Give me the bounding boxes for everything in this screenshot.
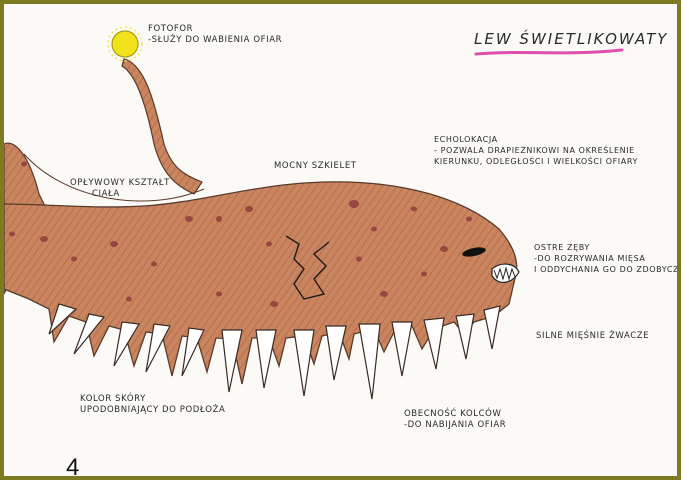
label-kolce-desc: -DO NABIJANIA OFIAR bbox=[404, 420, 506, 431]
label-skora-title: KOLOR SKÓRY bbox=[80, 394, 225, 405]
label-miesnie: SILNE MIĘŚNIE ŻWACZE bbox=[536, 331, 649, 342]
page-number: 4 bbox=[66, 454, 79, 480]
page-title: LEW ŚWIETLIKOWATY bbox=[474, 30, 668, 48]
label-ksztalt-title: OPŁYWOWY KSZTAŁT bbox=[70, 178, 170, 189]
label-echo-desc-2: KIERUNKU, ODLEGŁOŚCI I WIELKOŚCI OFIARY bbox=[434, 156, 638, 167]
label-fotofor: FOTOFOR -SŁUŻY DO WABIENIA OFIAR bbox=[148, 24, 282, 46]
label-echo-title: ECHOLOKACJA bbox=[434, 134, 638, 145]
label-echolokacja: ECHOLOKACJA - POZWALA DRAPIEŻNIKOWI NA O… bbox=[434, 134, 638, 167]
label-zeby-title: OSTRE ZĘBY bbox=[534, 242, 681, 253]
label-zeby-desc-1: -DO ROZRYWANIA MIĘSA bbox=[534, 253, 681, 264]
label-ksztalt-desc: CIAŁA bbox=[70, 189, 170, 200]
label-echo-desc-1: - POZWALA DRAPIEŻNIKOWI NA OKREŚLENIE bbox=[434, 145, 638, 156]
label-szkielet: MOCNY SZKIELET bbox=[274, 161, 357, 172]
lure-stalk bbox=[122, 59, 202, 194]
lure-glow bbox=[108, 27, 142, 61]
label-fotofor-title: FOTOFOR bbox=[148, 24, 282, 35]
label-kolce-title: OBECNOŚĆ KOLCÓW bbox=[404, 409, 506, 420]
label-fotofor-desc: -SŁUŻY DO WABIENIA OFIAR bbox=[148, 35, 282, 46]
drawing-frame: LEW ŚWIETLIKOWATY FOTOFOR -SŁUŻY DO WABI… bbox=[0, 0, 681, 480]
label-skora: KOLOR SKÓRY UPODOBNIAJĄCY DO PODŁOŻA bbox=[80, 394, 225, 416]
title-underline bbox=[476, 50, 622, 54]
label-zeby-desc-2: I ODDYCHANIA GO DO ZDOBYCZY bbox=[534, 264, 681, 275]
label-kolce: OBECNOŚĆ KOLCÓW -DO NABIJANIA OFIAR bbox=[404, 409, 506, 431]
label-skora-desc: UPODOBNIAJĄCY DO PODŁOŻA bbox=[80, 405, 225, 416]
label-ksztalt: OPŁYWOWY KSZTAŁT CIAŁA bbox=[70, 178, 170, 200]
label-zeby: OSTRE ZĘBY -DO ROZRYWANIA MIĘSA I ODDYCH… bbox=[534, 242, 681, 275]
